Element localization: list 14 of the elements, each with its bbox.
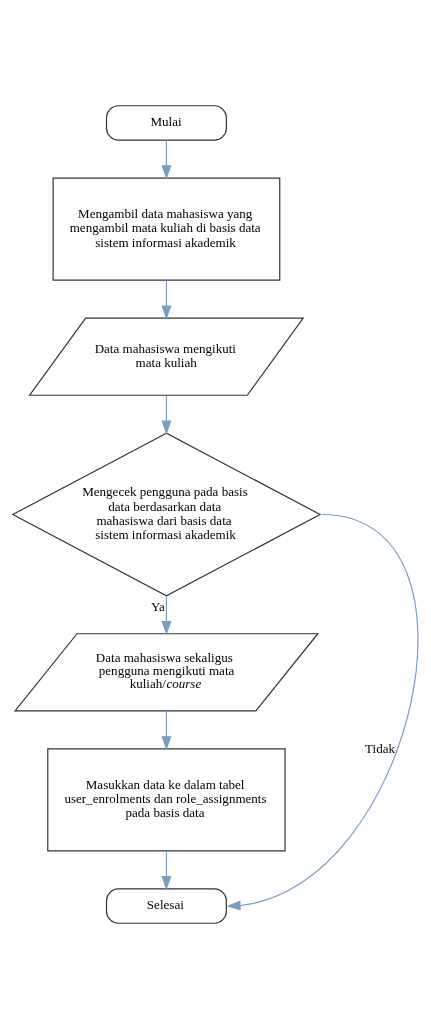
node-box: Mulai <box>105 104 227 141</box>
arrow <box>161 394 172 435</box>
node-box: Selesai <box>105 887 227 924</box>
edge-label: Tidak <box>365 740 396 756</box>
arrow <box>161 850 172 890</box>
arrow <box>161 595 172 635</box>
node-box: Mengambil data mahasiswa yang mengambil mata kuliah di basis data sistem informasi akademik <box>52 177 281 281</box>
arrow <box>161 139 172 180</box>
node-box: Masukkan data ke dalam tabel user_enrolments dan role_assignments pada basis data <box>47 747 286 851</box>
arrow <box>161 709 172 750</box>
node-diamond: Mengecek pengguna pada basis data berdasarkan data mahasiswa dari basis data sistem informasi akademik <box>11 432 322 596</box>
arrow <box>161 279 172 320</box>
arrow <box>226 513 419 910</box>
edge-label: Ya <box>151 598 165 614</box>
